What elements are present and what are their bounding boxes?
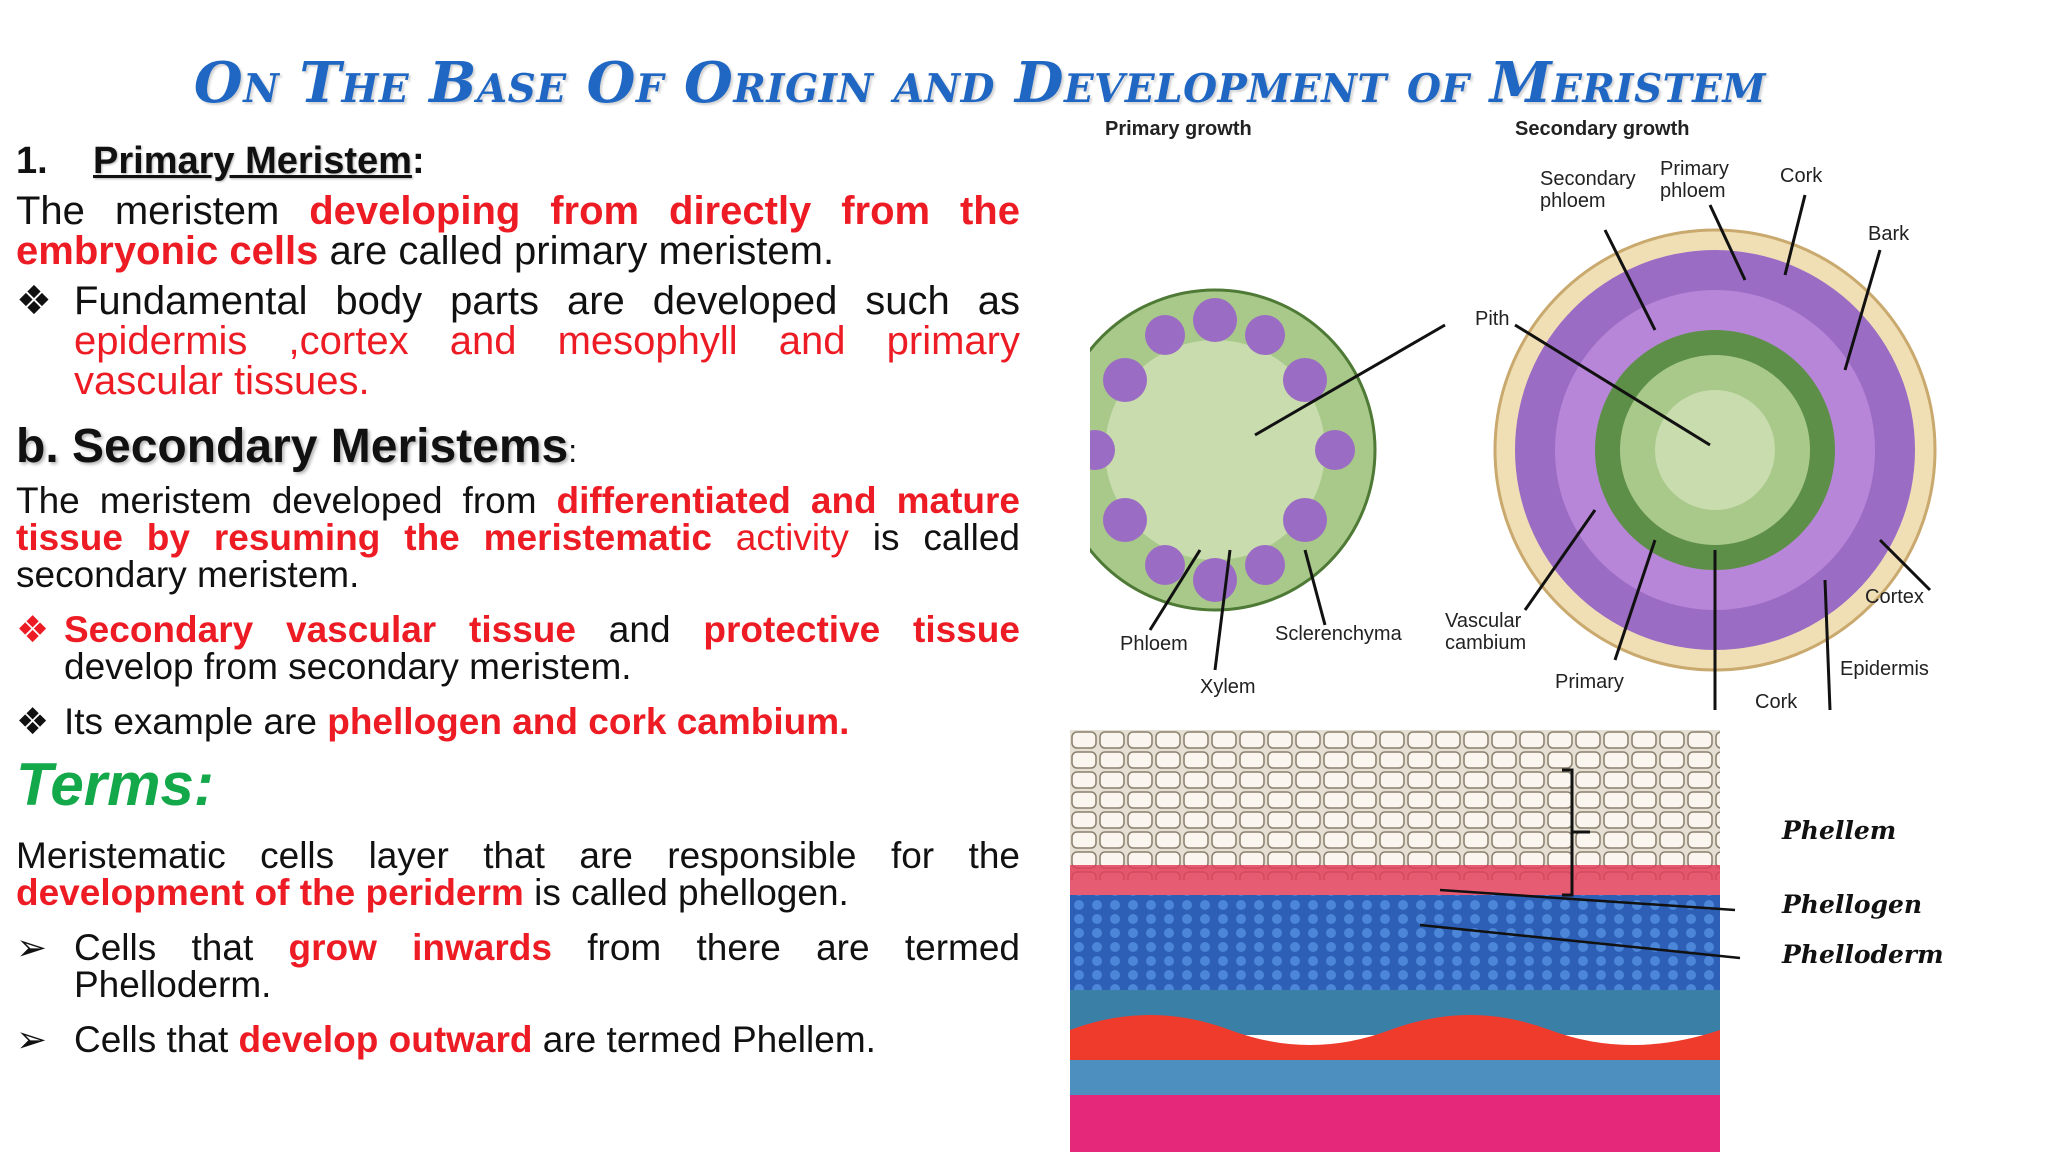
primary-meristem-heading: 1.Primary Meristem: bbox=[16, 140, 425, 182]
secondary-bullet-1: ❖ Secondary vascular tissue and protecti… bbox=[16, 608, 1020, 687]
periderm-micrograph bbox=[1070, 730, 1720, 1152]
label-bark: Bark bbox=[1868, 223, 1910, 245]
label-secondary-phloem-2: phloem bbox=[1540, 190, 1606, 212]
text-column: 1.Primary Meristem: The meristem develop… bbox=[16, 140, 1020, 1066]
label-phloem: Phloem bbox=[1120, 633, 1188, 655]
phellem-bracket bbox=[1562, 768, 1574, 897]
heading-text: Primary Meristem bbox=[93, 140, 412, 182]
secondary-stem-section bbox=[1493, 194, 1937, 710]
label-vascular-cambium-1: Vascular bbox=[1445, 610, 1522, 632]
terms-definition: Meristematic cells layer that are respon… bbox=[16, 835, 1020, 913]
label-sclerenchyma: Sclerenchyma bbox=[1275, 623, 1403, 645]
diamond-bullet-icon: ❖ bbox=[16, 700, 50, 743]
primary-stem-section bbox=[1090, 288, 1446, 671]
arrow-bullet-icon: ➢ bbox=[16, 926, 48, 969]
terms-bullet-1: ➢ Cells that grow inwards from there are… bbox=[16, 926, 1021, 1005]
terms-heading: Terms: bbox=[16, 751, 214, 818]
secondary-definition: The meristem developed from differentiat… bbox=[16, 480, 1021, 595]
label-phellem: Phellem bbox=[1782, 816, 1897, 845]
vascular-bundles bbox=[1090, 298, 1355, 602]
stem-growth-diagram: Primary growth Secondary growth Phloem X… bbox=[1090, 118, 1937, 710]
heading-number: 1. bbox=[16, 140, 48, 182]
label-vascular-cambium-2: cambium bbox=[1445, 632, 1526, 654]
label-primary-phloem-1: Primary bbox=[1660, 158, 1729, 180]
secondary-meristem-heading: b. Secondary Meristems: bbox=[16, 420, 578, 473]
label-cork-cambium: Cork bbox=[1755, 691, 1798, 710]
arrow-bullet-icon: ➢ bbox=[16, 1018, 48, 1061]
secondary-bullet-2: ❖ Its example are phellogen and cork cam… bbox=[16, 700, 850, 743]
page-title: On The Base Of Origin and Development of… bbox=[193, 50, 1767, 116]
diamond-bullet-icon: ❖ bbox=[16, 608, 50, 651]
phellogen-pointer bbox=[1439, 888, 1736, 912]
phelloderm-pointer bbox=[1419, 923, 1741, 960]
label-epidermis: Epidermis bbox=[1840, 658, 1929, 680]
primary-growth-header: Primary growth bbox=[1105, 118, 1252, 140]
label-primary-xylem-1: Primary bbox=[1555, 671, 1624, 693]
label-cork: Cork bbox=[1780, 165, 1823, 187]
label-phellogen: Phellogen bbox=[1782, 890, 1923, 919]
primary-bullet: ❖ Fundamental body parts are developed s… bbox=[16, 278, 1020, 403]
terms-bullet-2: ➢ Cells that develop outward are termed … bbox=[16, 1018, 876, 1061]
label-xylem: Xylem bbox=[1200, 676, 1256, 698]
label-primary-phloem-2: phloem bbox=[1660, 180, 1726, 202]
diamond-bullet-icon: ❖ bbox=[16, 278, 52, 324]
secondary-growth-header: Secondary growth bbox=[1515, 118, 1689, 140]
label-phelloderm: Phelloderm bbox=[1782, 940, 1944, 969]
label-secondary-phloem-1: Secondary bbox=[1540, 168, 1636, 190]
label-cortex: Cortex bbox=[1865, 586, 1924, 608]
photo-pointer-lines bbox=[1419, 768, 1741, 960]
label-pith: Pith bbox=[1475, 308, 1509, 330]
primary-definition: The meristem developing from directly fr… bbox=[16, 189, 1020, 273]
